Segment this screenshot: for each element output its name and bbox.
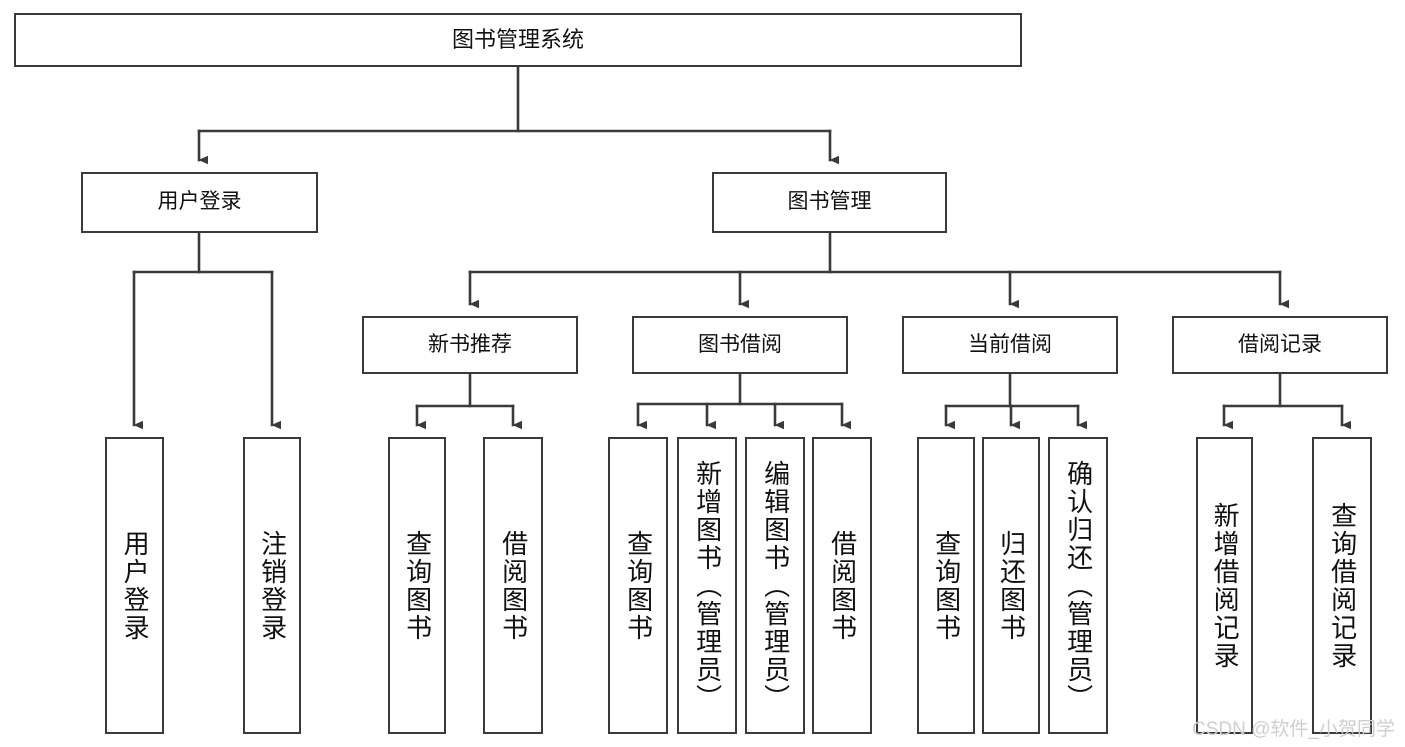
node-book-manage-label: 图书管理 xyxy=(787,190,872,214)
node-borrow-record-label: 借阅记录 xyxy=(1238,332,1322,356)
node-new-book-recommend[interactable]: 新书推荐 xyxy=(362,316,578,374)
node-leaf-add-record[interactable]: 新增借阅记录 xyxy=(1196,437,1253,734)
node-leaf-user-login[interactable]: 用户登录 xyxy=(105,437,164,734)
csdn-watermark: CSDN @软件_小贺同学 xyxy=(1192,719,1395,740)
node-leaf-query-book-3-label: 查询图书 xyxy=(931,529,962,642)
node-leaf-edit-book[interactable]: 编辑图书（管理员） xyxy=(745,437,805,734)
node-leaf-query-book-1-label: 查询图书 xyxy=(402,529,433,642)
node-book-manage[interactable]: 图书管理 xyxy=(712,172,947,233)
node-current-borrow-label: 当前借阅 xyxy=(968,332,1052,356)
node-leaf-borrow-book-2-label: 借阅图书 xyxy=(827,529,858,642)
node-leaf-query-book-2-label: 查询图书 xyxy=(623,529,654,642)
node-leaf-user-logout-label: 注销登录 xyxy=(257,529,288,642)
node-leaf-query-book-1[interactable]: 查询图书 xyxy=(388,437,446,734)
node-leaf-borrow-book-2[interactable]: 借阅图书 xyxy=(812,437,872,734)
node-leaf-borrow-book-1[interactable]: 借阅图书 xyxy=(483,437,543,734)
node-book-borrow-label: 图书借阅 xyxy=(698,332,782,356)
node-leaf-query-book-3[interactable]: 查询图书 xyxy=(917,437,975,734)
node-book-borrow[interactable]: 图书借阅 xyxy=(632,316,848,374)
node-current-borrow[interactable]: 当前借阅 xyxy=(902,316,1118,374)
node-leaf-query-book-2[interactable]: 查询图书 xyxy=(608,437,668,734)
node-leaf-user-login-label: 用户登录 xyxy=(120,529,151,642)
node-new-book-recommend-label: 新书推荐 xyxy=(428,332,512,356)
node-leaf-add-book[interactable]: 新增图书（管理员） xyxy=(677,437,737,734)
node-user-login-label: 用户登录 xyxy=(157,190,242,214)
node-leaf-return-book-label: 归还图书 xyxy=(996,529,1027,642)
node-leaf-query-record-label: 查询借阅记录 xyxy=(1327,501,1358,670)
node-leaf-user-logout[interactable]: 注销登录 xyxy=(243,437,301,734)
node-leaf-return-book[interactable]: 归还图书 xyxy=(982,437,1040,734)
node-leaf-edit-book-label: 编辑图书（管理员） xyxy=(760,459,791,712)
node-leaf-borrow-book-1-label: 借阅图书 xyxy=(498,529,529,642)
node-user-login[interactable]: 用户登录 xyxy=(81,172,318,233)
node-leaf-query-record[interactable]: 查询借阅记录 xyxy=(1312,437,1372,734)
node-borrow-record[interactable]: 借阅记录 xyxy=(1172,316,1388,374)
node-leaf-add-book-label: 新增图书（管理员） xyxy=(692,459,723,712)
node-root-label: 图书管理系统 xyxy=(451,27,584,53)
node-leaf-confirm-return-label: 确认归还（管理员） xyxy=(1063,459,1094,712)
node-leaf-confirm-return[interactable]: 确认归还（管理员） xyxy=(1048,437,1108,734)
node-leaf-add-record-label: 新增借阅记录 xyxy=(1210,501,1241,670)
node-root[interactable]: 图书管理系统 xyxy=(14,13,1022,67)
